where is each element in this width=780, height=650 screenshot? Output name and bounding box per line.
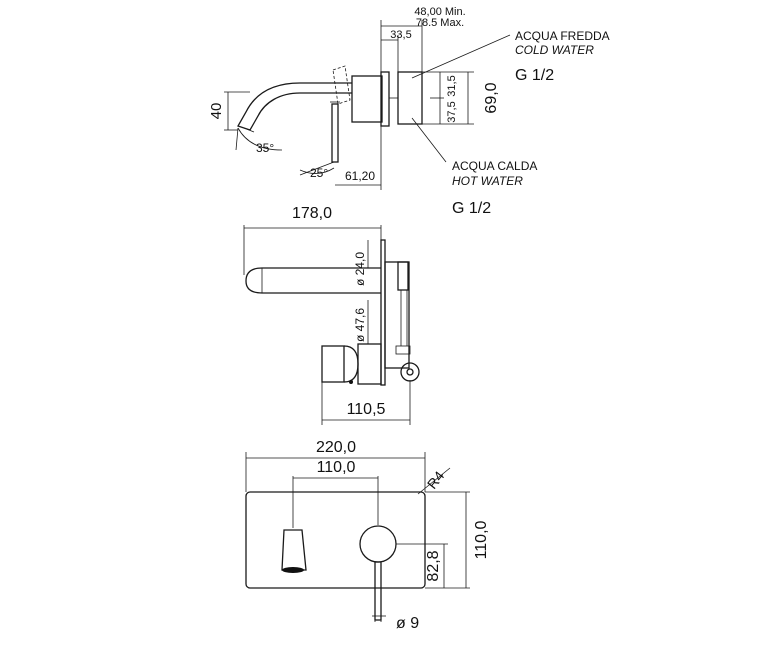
- dim-110-h-label: 110,0: [473, 520, 490, 559]
- hot-water-en-label: HOT WATER: [452, 174, 523, 188]
- dim-69-label: 69,0: [483, 82, 500, 113]
- dim-82-8-label: 82,8: [425, 550, 442, 581]
- side-lever: [331, 103, 339, 163]
- dim-178-label: 178,0: [292, 205, 332, 222]
- water-labels: ACQUA FREDDA COLD WATER G 1/2 ACQUA CALD…: [452, 29, 610, 217]
- side-lever-dashed: [332, 65, 351, 105]
- side-valve-body: [351, 75, 383, 123]
- dim-110-label: 110,0: [317, 459, 356, 476]
- front-plate: [245, 491, 426, 589]
- side-view: 40 35° 25° 61,20 48,00 Min. 78.5 Max. 33…: [208, 6, 511, 190]
- dim-33-5-label: 33,5: [390, 29, 411, 41]
- depth-max-label: 78.5 Max.: [416, 17, 464, 29]
- top-view: 178,0 ø 24,0 ø 47,6 110,5: [243, 205, 420, 425]
- side-wall-plate: [380, 71, 390, 127]
- top-spout: [245, 267, 381, 294]
- depth-min-label: 48,00 Min.: [414, 6, 465, 18]
- dia-47-6-label: ø 47,6: [353, 308, 367, 342]
- top-body: [384, 261, 410, 369]
- angle-25-label: 25°: [310, 166, 328, 180]
- front-lever: [374, 561, 382, 621]
- front-handle: [359, 525, 397, 563]
- cold-water-en-label: COLD WATER: [515, 43, 594, 57]
- top-connector: [400, 362, 420, 382]
- dim-110-5-label: 110,5: [347, 401, 386, 418]
- cold-thread-label: G 1/2: [515, 67, 554, 84]
- side-body-box: [397, 71, 423, 125]
- front-view: 220,0 110,0 R4 82,8 110,0 ø 9: [245, 439, 490, 632]
- dim-40-label: 40: [208, 103, 225, 120]
- radius-label: R4: [424, 468, 448, 492]
- dim-31-5-label: 31,5: [446, 75, 458, 96]
- dia-24-label: ø 24,0: [353, 252, 367, 286]
- cold-water-it-label: ACQUA FREDDA: [515, 29, 610, 43]
- angle-35-label: 35°: [256, 141, 274, 155]
- dim-220-label: 220,0: [316, 439, 356, 456]
- dim-37-5-label: 37,5: [446, 101, 458, 122]
- hot-thread-label: G 1/2: [452, 200, 491, 217]
- front-spout: [281, 529, 307, 571]
- dia-9-label: ø 9: [396, 615, 419, 632]
- top-lever: [321, 345, 345, 383]
- hot-water-it-label: ACQUA CALDA: [452, 159, 537, 173]
- dim-61-20-label: 61,20: [345, 169, 375, 183]
- side-spout: [237, 82, 352, 131]
